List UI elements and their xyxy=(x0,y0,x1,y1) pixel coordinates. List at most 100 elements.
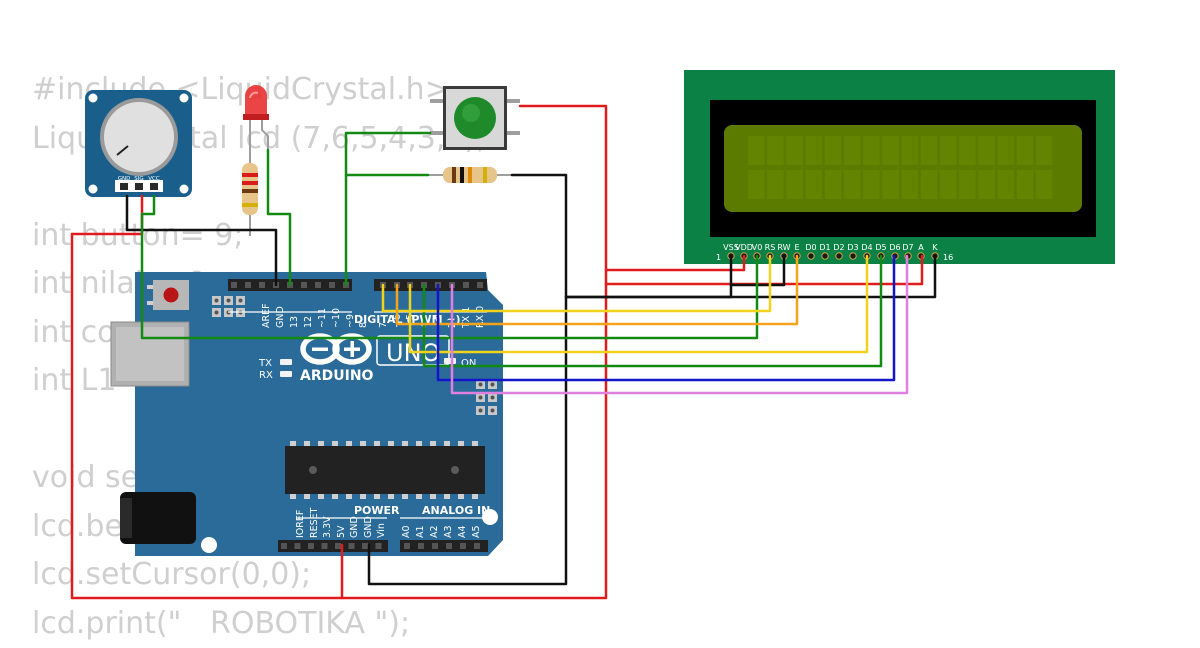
chip-leg xyxy=(472,494,478,499)
chip-leg xyxy=(416,494,422,499)
on-label: ON xyxy=(461,358,476,369)
header-pin[interactable] xyxy=(259,282,265,288)
lcd-pin-label-d0: D0 xyxy=(805,243,816,252)
lcd-cell xyxy=(786,136,803,165)
reset-leg xyxy=(147,301,153,305)
icsp-pin-hole xyxy=(479,409,483,413)
power-pin-label: IOREF xyxy=(295,510,306,538)
header-pin[interactable] xyxy=(376,543,382,549)
reset-leg xyxy=(147,285,153,289)
lcd-last-pin-label: 16 xyxy=(943,253,953,262)
chip-leg xyxy=(388,441,394,446)
header-pin[interactable] xyxy=(315,282,321,288)
resistor-band xyxy=(242,189,258,193)
pushbutton-icon[interactable] xyxy=(430,86,520,150)
header-pin[interactable] xyxy=(308,543,314,549)
icsp-pin-hole xyxy=(491,383,495,387)
pot-pin-vcc: VCC xyxy=(148,176,160,182)
header-pin[interactable] xyxy=(474,543,480,549)
button-leg xyxy=(430,131,444,135)
power-pin-label: 3.3V xyxy=(322,516,333,538)
resistor-icon[interactable] xyxy=(242,150,258,236)
lcd-module[interactable]: 1 16 VSS VDD V0 RS RW E D0 D1 D2 D3 D4 D… xyxy=(684,70,1115,264)
header-pin[interactable] xyxy=(460,543,466,549)
icsp-pin-hole xyxy=(239,299,243,303)
header-pin[interactable] xyxy=(231,282,237,288)
pot-knob[interactable] xyxy=(104,102,174,172)
power-pin-label: Vin xyxy=(376,523,387,538)
resistor-icon[interactable] xyxy=(428,167,512,183)
power-label: POWER xyxy=(354,504,400,517)
lcd-pin-label-d5: D5 xyxy=(875,243,886,252)
icsp-pin-hole xyxy=(491,409,495,413)
power-pin-label: RESET xyxy=(309,507,320,538)
logo-minus xyxy=(312,348,328,352)
header-pin[interactable] xyxy=(404,543,410,549)
potentiometer-icon[interactable]: GND SIG VCC xyxy=(85,90,192,197)
lcd-pin-label-a: A xyxy=(918,243,924,252)
lcd-cell xyxy=(940,170,957,199)
lcd-pin-label-vdd: VDD xyxy=(735,243,753,252)
resistor-band xyxy=(452,167,456,183)
chip-leg xyxy=(444,494,450,499)
button-leg xyxy=(506,131,520,135)
lcd-cell xyxy=(978,170,995,199)
lcd-pin[interactable] xyxy=(850,253,856,259)
pot-pin xyxy=(120,183,128,190)
lcd-cell xyxy=(940,136,957,165)
chip-leg xyxy=(360,494,366,499)
header-pin[interactable] xyxy=(335,543,341,549)
led-body xyxy=(245,85,267,116)
analog-label: ANALOG IN xyxy=(422,504,490,517)
digital-pin-label: ~11 xyxy=(317,308,328,328)
power-jack-rim xyxy=(120,498,132,538)
header-pin[interactable] xyxy=(432,543,438,549)
power-pin-label: GND xyxy=(349,516,360,538)
header-pin[interactable] xyxy=(349,543,355,549)
icsp-pin-hole xyxy=(227,299,231,303)
on-led xyxy=(444,358,456,364)
lcd-cell xyxy=(959,136,976,165)
lcd-cell xyxy=(806,136,823,165)
lcd-first-pin-label: 1 xyxy=(716,253,721,262)
chip-leg xyxy=(346,494,352,499)
wire-blue-d3-lcd-d6[interactable] xyxy=(438,256,894,380)
chip-mark xyxy=(451,466,459,474)
chip-leg xyxy=(304,441,310,446)
lcd-cell xyxy=(998,170,1015,199)
header-pin[interactable] xyxy=(301,282,307,288)
lcd-cell xyxy=(748,136,765,165)
chip-leg xyxy=(304,494,310,499)
header-pin[interactable] xyxy=(295,543,301,549)
lcd-cell xyxy=(767,136,784,165)
lcd-cell xyxy=(825,136,842,165)
header-pin[interactable] xyxy=(281,543,287,549)
lcd-cell xyxy=(882,136,899,165)
lcd-pin[interactable] xyxy=(808,253,814,259)
lcd-cell xyxy=(959,170,976,199)
lcd-pin[interactable] xyxy=(836,253,842,259)
analog-pin-label: A5 xyxy=(471,525,482,538)
wire-green-led[interactable] xyxy=(268,150,290,285)
header-pin[interactable] xyxy=(322,543,328,549)
led-icon[interactable] xyxy=(243,85,269,150)
analog-pin-label: A3 xyxy=(443,525,454,538)
lcd-pin-label-v0: V0 xyxy=(752,243,763,252)
header-pin[interactable] xyxy=(446,543,452,549)
header-pin[interactable] xyxy=(362,543,368,549)
lcd-pin[interactable] xyxy=(822,253,828,259)
power-pin-label: GND xyxy=(363,516,374,538)
header-pin[interactable] xyxy=(418,543,424,549)
wire-green-button-left[interactable] xyxy=(346,133,430,285)
pot-pin-sig: SIG xyxy=(134,176,143,182)
lcd-cell xyxy=(825,170,842,199)
header-pin[interactable] xyxy=(329,282,335,288)
button-leg xyxy=(430,99,444,103)
lcd-pin-label-d6: D6 xyxy=(889,243,900,252)
header-pin[interactable] xyxy=(477,282,483,288)
header-pin[interactable] xyxy=(463,282,469,288)
lcd-cell xyxy=(786,170,803,199)
header-pin[interactable] xyxy=(245,282,251,288)
lcd-pin-label-rw: RW xyxy=(777,243,790,252)
